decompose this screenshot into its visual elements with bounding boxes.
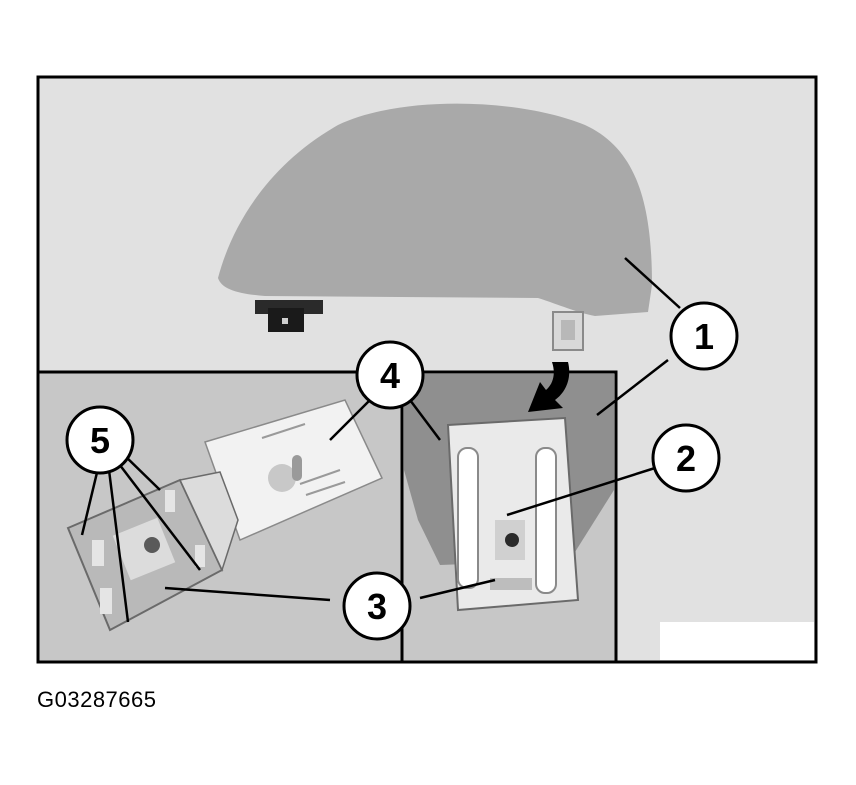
glass-clip-left — [255, 300, 323, 332]
leader-lines — [80, 257, 681, 623]
glass-clip-right — [552, 311, 584, 351]
callout-3: 3 — [342, 571, 412, 641]
leader-2 — [506, 466, 656, 517]
mirror-glass — [218, 103, 652, 316]
leader-5d — [123, 454, 161, 491]
callout-2: 2 — [651, 423, 721, 493]
svg-text:1: 1 — [694, 316, 714, 357]
leader-1b — [596, 359, 669, 416]
callout-4: 4 — [355, 340, 425, 410]
callout-1: 1 — [669, 301, 739, 371]
svg-text:2: 2 — [676, 438, 696, 479]
leader-4a — [329, 399, 371, 441]
leader-5c — [115, 459, 201, 571]
svg-text:4: 4 — [380, 355, 400, 396]
leader-3b — [419, 578, 496, 600]
callout-5: 5 — [65, 405, 135, 475]
leader-3a — [164, 586, 331, 602]
leader-1a — [624, 257, 681, 309]
blank-label-area — [660, 622, 814, 660]
svg-text:5: 5 — [90, 420, 110, 461]
insertion-arrow — [528, 362, 570, 412]
figure-id-label: G03287665 — [37, 687, 157, 712]
leader-5b — [106, 461, 130, 623]
metal-clip — [66, 471, 239, 632]
svg-text:3: 3 — [367, 586, 387, 627]
leader-4b — [409, 399, 441, 441]
loose-bracket — [204, 399, 384, 542]
